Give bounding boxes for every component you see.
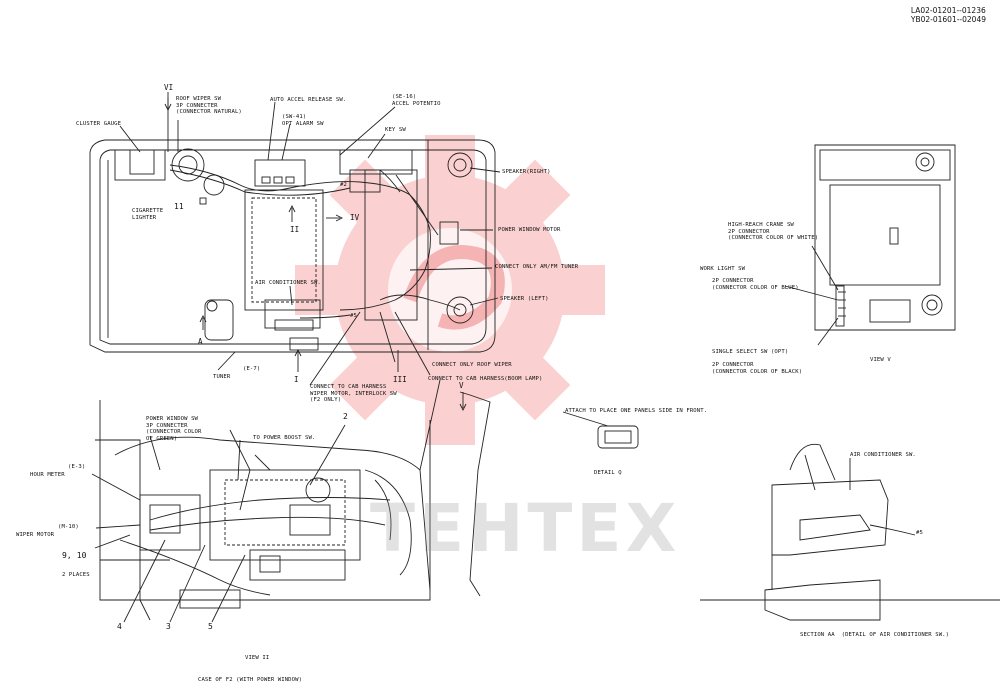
- label-speaker-right: SPEAKER(RIGHT): [502, 169, 551, 175]
- label-two-places: 2 PLACES: [62, 572, 90, 578]
- label-e7: (E-7): [243, 366, 261, 372]
- view-marker-iii: III: [393, 375, 407, 384]
- label-m10: (M-10): [58, 524, 79, 530]
- view-marker-ii: II: [290, 225, 300, 234]
- view-v-caption: VIEW V: [870, 357, 891, 363]
- label-roof-wiper-sw: ROOF WIPER SW 3P CONNECTER (CONNECTOR NA…: [176, 96, 242, 116]
- label-key-sw: KEY SW: [385, 127, 406, 133]
- view-marker-v: V: [459, 381, 464, 390]
- section-aa-outline: [700, 443, 1000, 621]
- document-number-1: LA02-01201--01236: [910, 6, 986, 15]
- label-cigarette-lighter: CIGARETTE LIGHTER: [132, 208, 164, 221]
- label-connect-cab-harness-wiper: CONNECT TO CAB HARNESS WIPER MOTOR, INTE…: [310, 384, 397, 404]
- label-single-select-connector: 2P CONNECTOR (CONNECTOR COLOR OF BLACK): [712, 362, 803, 375]
- watermark-text: TEHTEX: [370, 490, 681, 567]
- label-power-boost-sw: TO POWER BOOST SW.: [253, 435, 316, 441]
- label-aa-air-conditioner-sw: AIR CONDITIONER SW.: [850, 452, 916, 458]
- label-item-2: 2: [343, 412, 348, 421]
- label-work-light-connector: 2P CONNECTOR (CONNECTOR COLOR OF BLUE): [712, 278, 799, 291]
- section-aa-caption: SECTION AA (DETAIL OF AIR CONDITIONER SW…: [800, 632, 950, 638]
- label-item-5: 5: [208, 622, 213, 631]
- document-number-block: LA02-01201--01236 YB02-01601--02049: [911, 6, 986, 24]
- label-connect-roof-wiper: CONNECT ONLY ROOF WIPER: [432, 362, 512, 368]
- label-item-11: 11: [174, 202, 184, 211]
- label-item-4: 4: [117, 622, 122, 631]
- label-accel-potentio: (SE-16) ACCEL POTENTIO: [392, 94, 441, 107]
- view-ii-outline: [91, 379, 491, 623]
- label-tuner: TUNER: [213, 374, 231, 380]
- label-wiper-motor: WIPER MOTOR: [16, 532, 55, 538]
- label-speaker-left: SPEAKER (LEFT): [500, 296, 549, 302]
- view-marker-vi: VI: [164, 83, 174, 92]
- label-auto-accel-release: AUTO ACCEL RELEASE SW.: [270, 97, 347, 103]
- view-marker-i: I: [294, 375, 299, 384]
- view-v-outline: [784, 144, 956, 346]
- label-hour-meter: HOUR METER: [30, 472, 65, 478]
- detail-q-caption: DETAIL Q: [594, 470, 622, 476]
- label-connect-am-fm: CONNECT ONLY AM/FM TUNER: [495, 264, 579, 270]
- view-ii-caption: VIEW II: [245, 655, 270, 661]
- label-single-select-sw: SINGLE SELECT SW (OPT): [712, 349, 789, 355]
- label-connect-cab-harness-boom: CONNECT TO CAB HARNESS(BOOM LAMP): [428, 376, 543, 382]
- label-cluster-gauge: CLUSTER GAUGE: [76, 121, 122, 127]
- label-aa-wire-marker-5: #5: [916, 530, 923, 536]
- section-marker-a: A: [198, 337, 203, 346]
- label-opt-alarm-sw: (SW-41) OPT ALARM SW: [282, 114, 324, 127]
- watermark-logo-inner: [388, 228, 512, 352]
- document-number-2: YB02-01601--02049: [910, 15, 986, 24]
- label-power-window-sw: POWER WINDOW SW 3P CONNECTER (CONNECTOR …: [146, 416, 202, 442]
- top-view-outline: [89, 92, 501, 412]
- wire-marker-2: #2: [340, 182, 347, 188]
- label-work-light-sw: WORK LIGHT SW: [700, 266, 746, 272]
- label-attach-panels: ATTACH TO PLACE ONE PANELS SIDE IN FRONT…: [565, 408, 708, 414]
- wire-marker-5: #5: [350, 313, 357, 319]
- view-ii-subcaption: CASE OF F2 (WITH POWER WINDOW): [198, 677, 303, 683]
- label-e3: (E-3): [68, 464, 86, 470]
- label-item-9-10: 9, 10: [62, 551, 87, 560]
- detail-q-outline: [562, 411, 639, 449]
- label-item-3: 3: [166, 622, 171, 631]
- view-marker-iv: IV: [350, 213, 360, 222]
- label-power-window-motor: POWER WINDOW MOTOR: [498, 227, 561, 233]
- label-air-conditioner-sw: AIR CONDITIONER SW.: [255, 280, 321, 286]
- label-high-reach-crane-sw: HIGH-REACH CRANE SW 2P CONNECTOR (CONNEC…: [728, 222, 819, 242]
